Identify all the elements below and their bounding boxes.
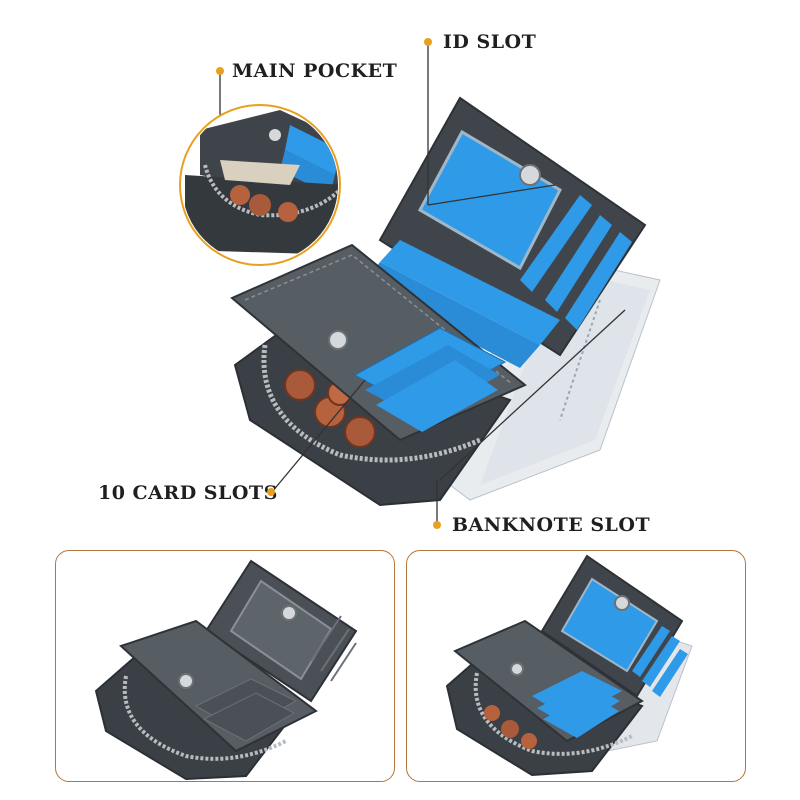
wallet-main-illustration [179,42,661,525]
wallet-empty-view-panel [55,550,395,782]
card-slots-dot [267,488,275,496]
wallet-full-view [445,554,693,777]
card-slots-label: 10 CARD SLOTS [98,482,278,504]
id-window [417,129,562,271]
banknote-slot-label: BANKNOTE SLOT [452,514,651,536]
snap-button [519,164,541,186]
wallet-full-view-panel [406,550,746,782]
id-slot-label: ID SLOT [443,31,537,53]
banknote-slot-dot [433,521,441,529]
main-pocket-label: MAIN POCKET [232,60,398,82]
wallet-empty-view [94,559,358,781]
back-card-slots [520,195,632,330]
leader-lines [219,42,626,525]
main-pocket-dot [216,67,224,75]
main-pocket-zoom [179,104,341,266]
front-card-slots [353,327,507,432]
id-slot-dot [424,38,432,46]
